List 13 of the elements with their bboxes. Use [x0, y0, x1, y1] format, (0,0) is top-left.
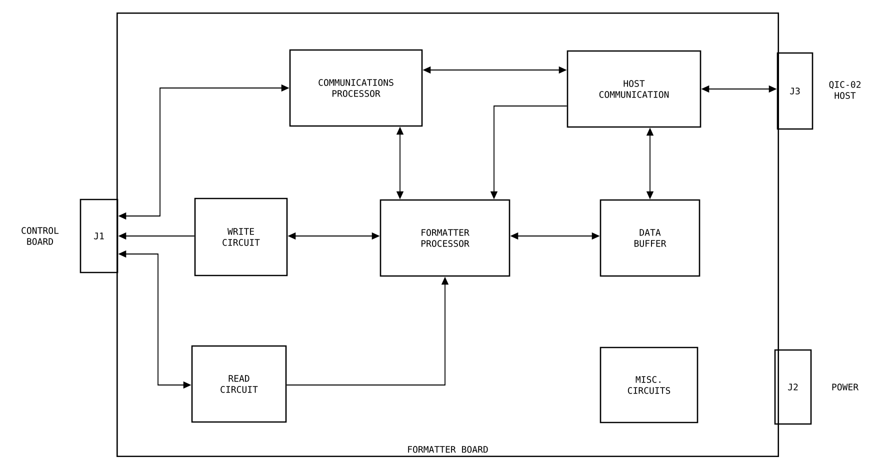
connector-label: CONTROL BOARD: [22, 227, 59, 245]
connector-box: J1: [80, 198, 118, 274]
process-box: COMMUNICATIONS PROCESSOR: [289, 49, 423, 127]
process-box: MISC. CIRCUITS: [600, 346, 698, 424]
process-box: WRITE CIRCUIT: [194, 198, 288, 276]
process-box: DATA BUFFER: [600, 199, 700, 277]
process-box: HOST COMMUNICATION: [566, 50, 702, 128]
connector-box: J2: [774, 349, 812, 425]
connector-label: QIC-02 HOST: [829, 81, 860, 99]
process-box: FORMATTER PROCESSOR: [380, 199, 510, 277]
connector-box: J3: [776, 52, 814, 130]
connector-label: POWER: [832, 384, 859, 390]
process-box: READ CIRCUIT: [191, 345, 287, 423]
